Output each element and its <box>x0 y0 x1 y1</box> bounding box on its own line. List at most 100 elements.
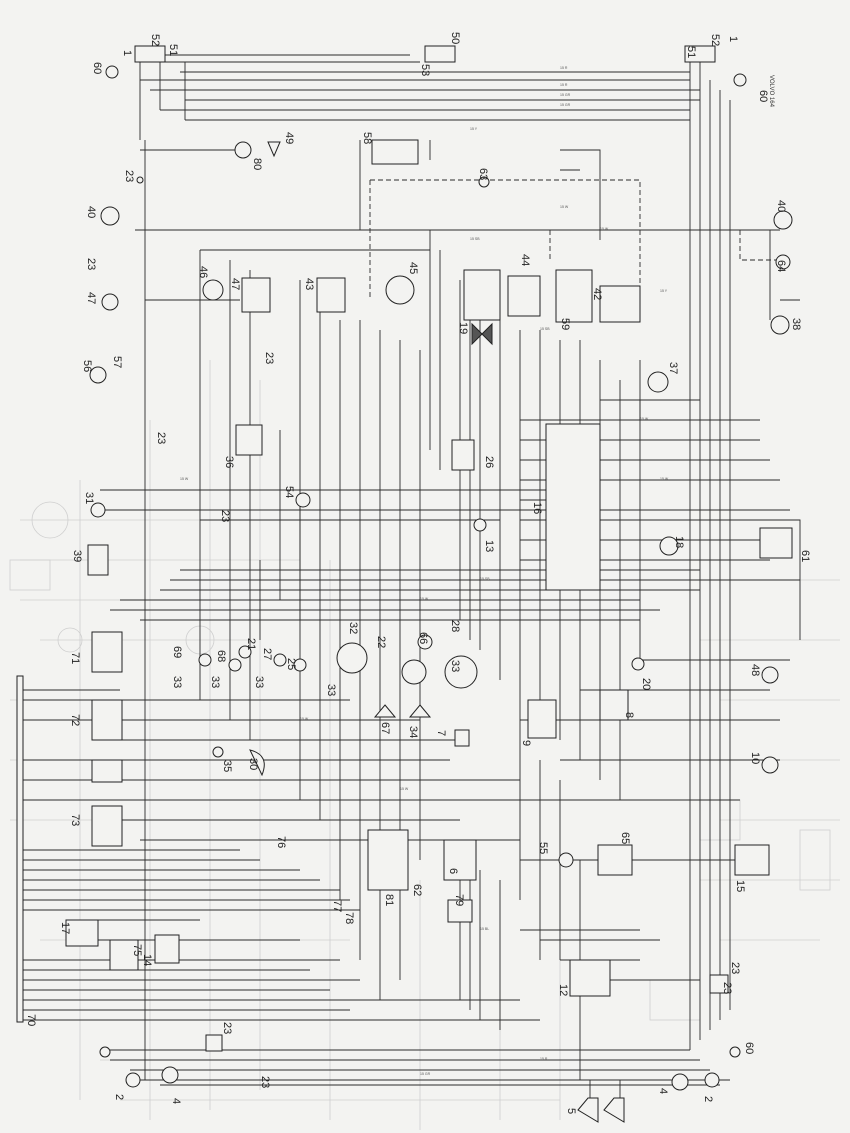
label-22: 22 <box>375 636 387 648</box>
label-23: 23 <box>263 352 275 364</box>
front-light-left <box>134 45 166 63</box>
svg-text:15 W: 15 W <box>660 477 669 481</box>
component-44 <box>507 275 541 317</box>
label-12: 12 <box>557 984 569 996</box>
label-21: 21 <box>245 638 257 650</box>
front-light-center <box>424 45 456 63</box>
lamp-57 <box>89 366 107 384</box>
label-9: 9 <box>520 740 532 746</box>
label-15: 15 <box>734 880 746 892</box>
component-69 <box>198 653 212 667</box>
component-34 <box>408 704 432 718</box>
component-58 <box>371 139 419 165</box>
label-40: 40 <box>85 206 97 218</box>
components <box>16 45 793 1123</box>
relay-71 <box>91 631 123 673</box>
label-56: 56 <box>81 360 93 372</box>
component-59 <box>555 269 593 323</box>
label-59: 59 <box>559 318 571 330</box>
lamp-40-left <box>100 206 120 226</box>
speaker-46 <box>202 279 224 301</box>
label-33: 33 <box>171 676 183 688</box>
svg-text:15 SB: 15 SB <box>470 237 480 241</box>
connector-23-right <box>709 974 729 994</box>
lamp-35 <box>212 746 224 758</box>
brand-label: VOLVO 164 <box>768 75 774 108</box>
label-31: 31 <box>83 492 95 504</box>
component-81 <box>367 829 409 891</box>
tail-2-left <box>125 1072 141 1088</box>
label-35: 35 <box>221 760 233 772</box>
label-23: 23 <box>123 170 135 182</box>
component-39 <box>87 544 109 576</box>
component-67 <box>373 704 397 718</box>
label-73: 73 <box>69 814 81 826</box>
label-77: 77 <box>331 900 343 912</box>
label-49: 49 <box>283 132 295 144</box>
connector-block-70 <box>16 675 24 1023</box>
svg-text:15 W: 15 W <box>300 717 309 721</box>
label-44: 44 <box>519 254 531 266</box>
label-55: 55 <box>537 842 549 854</box>
relay-61 <box>759 527 793 559</box>
svg-text:15 SB: 15 SB <box>540 327 550 331</box>
label-51: 51 <box>167 44 179 56</box>
label-4: 4 <box>170 1098 182 1104</box>
label-51: 51 <box>685 46 697 58</box>
component-33b <box>444 655 478 689</box>
label-70: 70 <box>25 1014 37 1026</box>
relay-65 <box>597 844 633 876</box>
label-65: 65 <box>619 832 631 844</box>
label-68: 68 <box>215 650 227 662</box>
label-10: 10 <box>749 752 761 764</box>
lamp-60-left <box>105 65 119 79</box>
label-32: 32 <box>347 622 359 634</box>
label-60: 60 <box>757 90 769 102</box>
component-32 <box>336 642 368 674</box>
relay-72 <box>91 699 123 741</box>
label-8: 8 <box>623 712 635 718</box>
label-38: 38 <box>790 318 802 330</box>
label-48: 48 <box>749 664 761 676</box>
label-67: 67 <box>379 722 391 734</box>
label-23: 23 <box>219 510 231 522</box>
label-1: 1 <box>727 36 739 42</box>
label-28: 28 <box>449 620 461 632</box>
relay-73 <box>91 805 123 847</box>
label-26: 26 <box>483 456 495 468</box>
label-18: 18 <box>673 536 685 548</box>
component-6 <box>443 839 477 881</box>
label-25: 25 <box>285 658 297 670</box>
component-31 <box>90 502 106 518</box>
label-13: 13 <box>483 540 495 552</box>
svg-text:15 Y: 15 Y <box>470 127 478 131</box>
fuse-23a <box>136 176 144 184</box>
label-79: 79 <box>453 894 465 906</box>
label-57: 57 <box>111 356 123 368</box>
label-36: 36 <box>223 456 235 468</box>
component-33 <box>401 659 427 685</box>
relay-74 <box>91 759 123 783</box>
label-23: 23 <box>85 258 97 270</box>
label-71: 71 <box>69 652 81 664</box>
label-61: 61 <box>799 550 811 562</box>
component-7 <box>454 729 470 747</box>
label-81: 81 <box>383 894 395 906</box>
lamp-47-left <box>101 293 119 311</box>
label-2: 2 <box>113 1094 125 1100</box>
lamp-60-rear-right <box>729 1046 741 1058</box>
horn-5b <box>603 1097 625 1123</box>
component-labels: 1 1 2 2 4 4 5 6 7 8 9 10 12 13 14 15 16 … <box>25 32 811 1114</box>
lamp-40-right <box>773 210 793 230</box>
antenna-49 <box>267 141 281 158</box>
label-53: 53 <box>419 64 431 76</box>
fuse-box-16 <box>545 423 601 591</box>
label-17: 17 <box>59 922 71 934</box>
label-78: 78 <box>343 912 355 924</box>
component-12 <box>569 959 611 997</box>
tail-4-right <box>671 1073 689 1091</box>
label-4: 4 <box>657 1088 669 1094</box>
svg-text:15 Y: 15 Y <box>660 289 668 293</box>
gauge-10 <box>761 756 779 774</box>
